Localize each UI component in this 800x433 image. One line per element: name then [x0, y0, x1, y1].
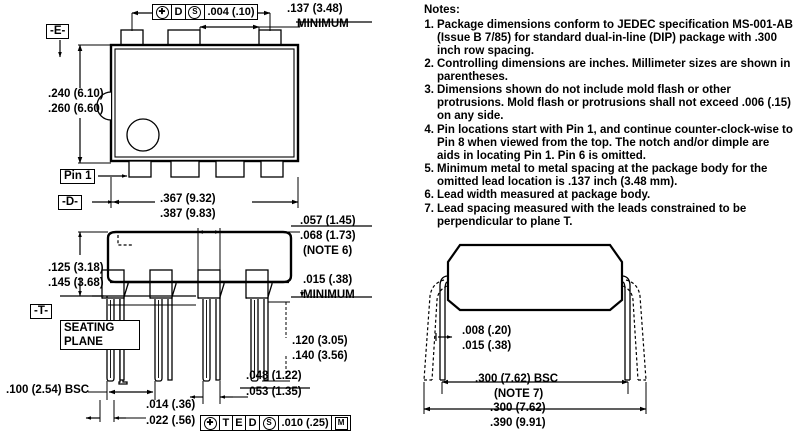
end-view-lead-left — [439, 275, 448, 380]
note-number: 2. — [424, 57, 434, 70]
note-number: 3. — [424, 84, 434, 97]
min-metal-dim-line1: .137 (3.48) — [287, 3, 343, 15]
end-lead-thickness-line1: .008 (.20) — [462, 325, 512, 337]
note-text: Dimensions shown do not include mold fla… — [437, 84, 792, 123]
body-height-dim-line2: .260 (6.60) — [48, 103, 104, 115]
fcf-bottom-position: ✚ T E D S .010 (.25) M — [200, 415, 352, 431]
note-text: Minimum metal to metal spacing at the pa… — [437, 163, 768, 189]
datum-t-label: -T- — [30, 304, 53, 319]
end-lead-thickness-line2: .015 (.38) — [462, 340, 512, 352]
pin1-notch — [96, 91, 112, 121]
note-number: 7. — [424, 202, 434, 215]
note-text: Lead width measured at package body. — [437, 189, 651, 202]
note-text: Controlling dimensions are inches. Milli… — [437, 57, 791, 84]
note-number: 6. — [424, 189, 434, 202]
side-view-group — [60, 225, 372, 422]
lead-thickness-dim-line2: .022 (.56) — [146, 415, 196, 427]
top-view-lower-leads — [128, 160, 284, 178]
lead-pitch-dim: .100 (2.54) BSC — [6, 384, 90, 396]
body-thickness-dim-line1: .125 (3.18) — [48, 262, 104, 274]
fcf-tolerance: .010 (.25) — [279, 416, 333, 430]
pin1-label: Pin 1 — [60, 169, 96, 184]
lead-width-dim-line1: .057 (1.45) — [300, 215, 356, 227]
note-number: 1. — [424, 18, 434, 31]
standoff-dim-line2: MINIMUM — [303, 289, 355, 301]
fcf-tolerance: .004 (.10) — [207, 6, 255, 18]
datum-d-label: -D- — [58, 195, 82, 210]
lead-width-dim-note: (NOTE 6) — [303, 245, 353, 257]
fcf-datum-d: D — [246, 416, 261, 430]
fcf-top-position: ✚ D S .004 (.10) — [152, 4, 259, 20]
datum-e-label: -E- — [46, 24, 70, 39]
shoulder-dim-line1: .048 (1.22) — [246, 370, 302, 382]
min-metal-dim-line2: MINIMUM — [297, 18, 349, 30]
row-spacing-line1: .300 (7.62) BSC — [475, 373, 559, 385]
body-thickness-dim-line2: .145 (3.68) — [48, 277, 104, 289]
lead-thickness-dim-line1: .014 (.36) — [146, 399, 196, 411]
seating-plane-line2: PLANE — [64, 336, 103, 348]
end-view-lead-right — [622, 275, 631, 380]
lead-length-dim-line1: .120 (3.05) — [292, 335, 348, 347]
body-height-dim-line1: .240 (6.10) — [48, 88, 104, 100]
overall-span-line1: .300 (7.62) — [490, 402, 546, 414]
row-spacing-line2: (NOTE 7) — [494, 388, 544, 400]
note-text: Lead spacing measured with the leads con… — [437, 202, 747, 228]
overall-span-line2: .390 (9.91) — [490, 417, 546, 429]
end-view-body — [446, 243, 624, 312]
note-text: Pin locations start with Pin 1, and cont… — [437, 123, 793, 162]
fcf-datum-e: E — [233, 416, 247, 430]
fcf-datum-d: D — [172, 5, 186, 19]
shoulder-dim-line2: .053 (1.35) — [246, 386, 302, 398]
body-width-dim-line2: .387 (9.83) — [160, 208, 216, 220]
pin1-dimple — [126, 118, 160, 152]
note-text: Package dimensions conform to JEDEC spec… — [437, 18, 793, 57]
notes-heading: Notes: — [424, 4, 460, 16]
fcf-datum-t: T — [220, 416, 233, 430]
note-number: 4. — [424, 123, 434, 136]
body-width-dim-line1: .367 (9.32) — [160, 193, 216, 205]
fcf-datum-s: S — [186, 5, 205, 19]
standoff-dim-line1: .015 (.38) — [303, 274, 353, 286]
note-number: 5. — [424, 163, 434, 176]
fcf-datum-s: S — [260, 416, 280, 430]
seating-plane-label: SEATING PLANE — [60, 320, 140, 350]
side-view-pins — [106, 297, 259, 382]
seating-plane-line1: SEATING — [64, 322, 115, 334]
top-view-group — [58, 10, 372, 208]
position-symbol: ✚ — [153, 5, 172, 19]
end-view-group — [423, 243, 647, 414]
lead-width-dim-line2: .068 (1.73) — [300, 230, 356, 242]
top-view-upper-leads — [120, 29, 282, 46]
fcf-modifier: M — [332, 416, 350, 430]
lead-length-dim-line2: .140 (3.56) — [292, 350, 348, 362]
position-symbol: ✚ — [201, 416, 220, 430]
